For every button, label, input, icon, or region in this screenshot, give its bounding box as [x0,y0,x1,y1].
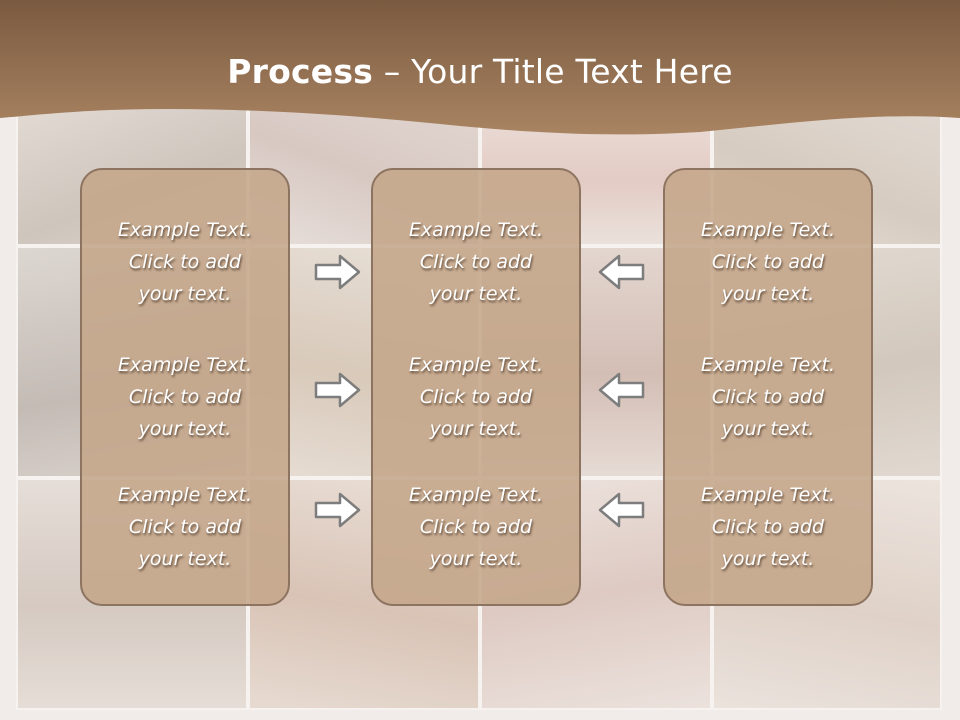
text-placeholder[interactable]: Example Text. Click to add your text. [82,214,288,310]
text-line: your text. [138,418,232,440]
text-placeholder[interactable]: Example Text. Click to add your text. [373,214,579,310]
left-arrow-icon[interactable] [596,370,646,410]
text-line: Click to add [419,516,533,538]
text-line: Click to add [711,386,825,408]
banner-shape [0,0,960,135]
slide-title-rest: – Your Title Text Here [373,52,733,91]
text-line: Example Text. [117,219,253,241]
text-line: your text. [138,283,232,305]
text-placeholder[interactable]: Example Text. Click to add your text. [373,349,579,445]
text-line: Example Text. [117,354,253,376]
text-line: your text. [138,548,232,570]
text-line: Example Text. [700,484,836,506]
text-line: your text. [429,418,523,440]
slide-title-bold: Process [227,52,374,91]
slide-title[interactable]: Process – Your Title Text Here [0,52,960,91]
text-line: Example Text. [408,354,544,376]
text-line: your text. [721,548,815,570]
text-line: Click to add [711,516,825,538]
process-box-left[interactable]: Example Text. Click to add your text. Ex… [80,168,290,606]
process-box-center[interactable]: Example Text. Click to add your text. Ex… [371,168,581,606]
title-banner: Process – Your Title Text Here [0,0,960,140]
text-line: Example Text. [700,354,836,376]
text-placeholder[interactable]: Example Text. Click to add your text. [665,349,871,445]
text-line: your text. [429,548,523,570]
process-box-right[interactable]: Example Text. Click to add your text. Ex… [663,168,873,606]
left-arrow-icon[interactable] [596,490,646,530]
left-arrow-icon[interactable] [596,252,646,292]
text-line: Example Text. [408,484,544,506]
text-placeholder[interactable]: Example Text. Click to add your text. [665,479,871,575]
text-placeholder[interactable]: Example Text. Click to add your text. [665,214,871,310]
text-line: Example Text. [408,219,544,241]
text-line: Click to add [128,516,242,538]
text-line: Click to add [711,251,825,273]
text-line: Click to add [128,386,242,408]
text-line: your text. [429,283,523,305]
text-placeholder[interactable]: Example Text. Click to add your text. [82,479,288,575]
text-line: your text. [721,283,815,305]
text-line: your text. [721,418,815,440]
text-line: Example Text. [117,484,253,506]
text-line: Click to add [419,386,533,408]
text-placeholder[interactable]: Example Text. Click to add your text. [373,479,579,575]
text-placeholder[interactable]: Example Text. Click to add your text. [82,349,288,445]
right-arrow-icon[interactable] [313,490,363,530]
text-line: Click to add [128,251,242,273]
text-line: Click to add [419,251,533,273]
right-arrow-icon[interactable] [313,370,363,410]
right-arrow-icon[interactable] [313,252,363,292]
text-line: Example Text. [700,219,836,241]
